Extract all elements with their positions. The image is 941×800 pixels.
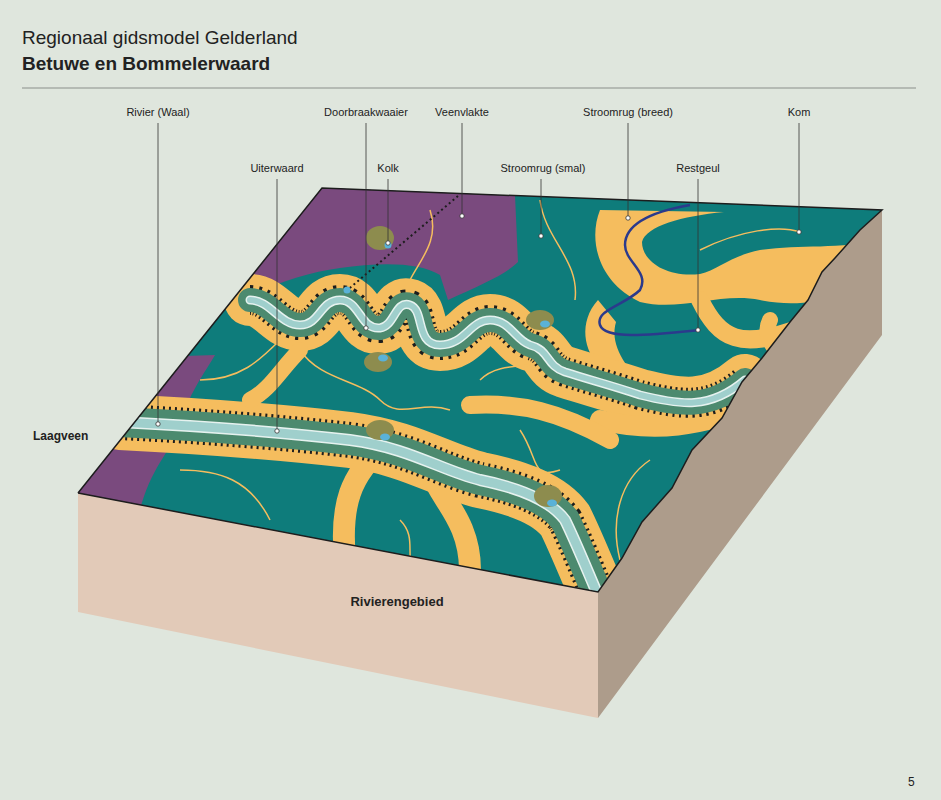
stroomrug-smal <box>180 200 800 580</box>
kom-area <box>60 170 900 610</box>
leader-line <box>799 123 800 232</box>
stream-line <box>540 200 575 300</box>
stroomrug-ridge <box>700 300 800 339</box>
kolk-water <box>378 355 388 362</box>
part-label: Doorbraakwaaier <box>324 106 408 119</box>
leader-dot <box>386 241 390 245</box>
part-label: Veenvlakte <box>435 106 489 119</box>
leader-line <box>158 123 159 424</box>
veenvlakte-area <box>240 180 518 300</box>
stream-line <box>410 210 433 280</box>
kolk-blob <box>534 485 562 507</box>
stroomrug-ridge <box>250 350 300 400</box>
stream-line <box>616 460 650 560</box>
dike-line <box>250 300 745 403</box>
leader-dots <box>156 214 801 433</box>
leader-line <box>628 123 629 218</box>
river <box>250 300 745 403</box>
leader-lines <box>158 123 799 431</box>
region-label: Laagveen <box>33 430 88 444</box>
stream-line <box>400 520 420 580</box>
leader-dot <box>696 328 700 332</box>
diagram-title: Betuwe en Bommelerwaard <box>22 53 270 75</box>
part-label: Restgeul <box>676 162 719 175</box>
stream-line <box>700 229 800 250</box>
kolk-water <box>547 500 557 507</box>
river-bank <box>120 422 600 600</box>
stream-line <box>300 350 450 410</box>
part-label: Rivier (Waal) <box>126 106 189 119</box>
leader-line <box>366 123 367 328</box>
dike-line <box>120 422 600 600</box>
header-rule <box>22 88 916 89</box>
leader-dot <box>539 234 543 238</box>
kolk-water <box>380 434 390 441</box>
kolk-water <box>385 242 392 249</box>
doorbraak-line <box>345 196 458 292</box>
part-label: Stroomrug (breed) <box>583 106 673 119</box>
leader-line <box>698 179 699 330</box>
part-label: Kom <box>788 106 811 119</box>
kolk-water <box>540 321 550 328</box>
stroomrug-ridge <box>120 422 600 600</box>
subtitle: Regionaal gidsmodel Gelderland <box>22 27 298 49</box>
leader-line <box>388 179 389 243</box>
uiterwaard <box>120 422 600 600</box>
stroomrug-ridge <box>767 320 820 380</box>
kolk-blob <box>366 226 394 250</box>
stroomrug-ridge <box>250 300 745 403</box>
leader-dot <box>460 214 464 218</box>
block-outline <box>78 188 882 592</box>
part-label: Kolk <box>377 162 398 175</box>
leader-line <box>277 179 278 431</box>
leader-dot <box>364 326 368 330</box>
stream-line <box>180 470 270 520</box>
leader-line <box>462 123 463 216</box>
river-waal <box>120 422 600 600</box>
leader-dot <box>275 429 279 433</box>
leader-dot <box>797 230 801 234</box>
page-number: 5 <box>908 776 915 790</box>
river-bank <box>250 300 745 403</box>
leader-dot <box>626 216 630 220</box>
kolk-blob <box>366 420 394 440</box>
uiterwaard <box>250 300 745 403</box>
stroomrug-ridge <box>470 404 610 440</box>
map-surface <box>60 170 900 610</box>
kolk-blob <box>526 310 554 330</box>
part-label: Uiterwaard <box>250 162 303 175</box>
kolk-blob <box>364 352 392 372</box>
uiterwaarden <box>120 300 745 600</box>
restgeul-line <box>599 205 700 335</box>
part-label: Stroomrug (smal) <box>501 162 586 175</box>
leader-dot <box>156 422 160 426</box>
stroomrug-ridges <box>120 300 820 600</box>
leader-line <box>541 179 542 236</box>
kolken <box>364 226 562 507</box>
stream-line <box>200 340 280 380</box>
kolk-water <box>344 287 351 294</box>
region-label: Rivierengebied <box>350 595 443 610</box>
stream-line <box>520 430 560 473</box>
